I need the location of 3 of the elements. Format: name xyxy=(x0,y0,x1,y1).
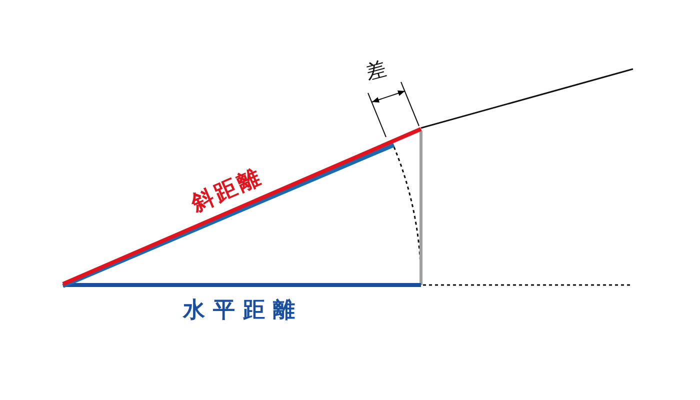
slope-distance-label: 斜距離 xyxy=(188,166,266,216)
horizontal-distance-label: 水平距離 xyxy=(183,300,303,322)
difference-label: 差 xyxy=(364,58,388,82)
